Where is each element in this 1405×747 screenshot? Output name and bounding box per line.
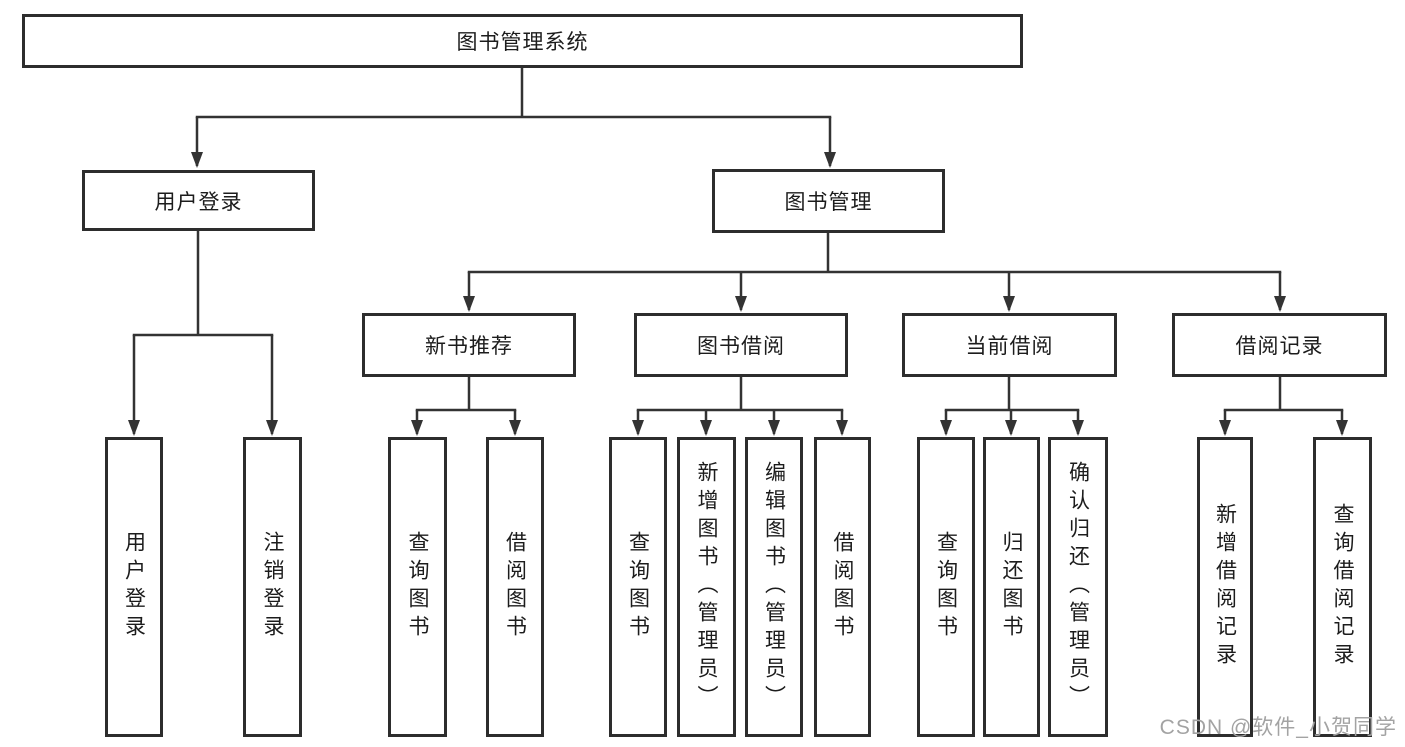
node-root-library-system: 图书管理系统 bbox=[22, 14, 1023, 68]
leaf-query-books-borrow: 查询图书 bbox=[609, 437, 667, 737]
node-new-book-recommend: 新书推荐 bbox=[362, 313, 576, 377]
leaf-user-login: 用户登录 bbox=[105, 437, 163, 737]
connector-book-management-branch bbox=[463, 233, 1286, 312]
leaf-logout: 注销登录 bbox=[243, 437, 302, 737]
leaf-borrow-books-recommend: 借阅图书 bbox=[486, 437, 544, 737]
connector-current-borrow bbox=[940, 377, 1084, 436]
connector-root-to-level2 bbox=[191, 68, 836, 168]
connector-borrow-records bbox=[1219, 377, 1348, 436]
leaf-add-borrow-record: 新增借阅记录 bbox=[1197, 437, 1253, 737]
node-borrow-records: 借阅记录 bbox=[1172, 313, 1387, 377]
leaf-borrow-books: 借阅图书 bbox=[814, 437, 871, 737]
connector-book-borrow bbox=[632, 377, 848, 436]
node-book-borrow: 图书借阅 bbox=[634, 313, 848, 377]
leaf-query-books-current: 查询图书 bbox=[917, 437, 975, 737]
leaf-edit-books-admin: 编辑图书（管理员） bbox=[745, 437, 803, 737]
leaf-return-books: 归还图书 bbox=[983, 437, 1040, 737]
leaf-add-books-admin: 新增图书（管理员） bbox=[677, 437, 736, 737]
node-user-login: 用户登录 bbox=[82, 170, 315, 231]
csdn-watermark: CSDN @软件_小贺同学 bbox=[1159, 716, 1397, 739]
connector-new-book-recommend bbox=[411, 377, 521, 436]
leaf-confirm-return-admin: 确认归还（管理员） bbox=[1048, 437, 1108, 737]
leaf-query-books-recommend: 查询图书 bbox=[388, 437, 447, 737]
connector-user-login-branch bbox=[128, 231, 278, 436]
leaf-query-borrow-record: 查询借阅记录 bbox=[1313, 437, 1372, 737]
node-book-management: 图书管理 bbox=[712, 169, 945, 233]
node-current-borrow: 当前借阅 bbox=[902, 313, 1117, 377]
